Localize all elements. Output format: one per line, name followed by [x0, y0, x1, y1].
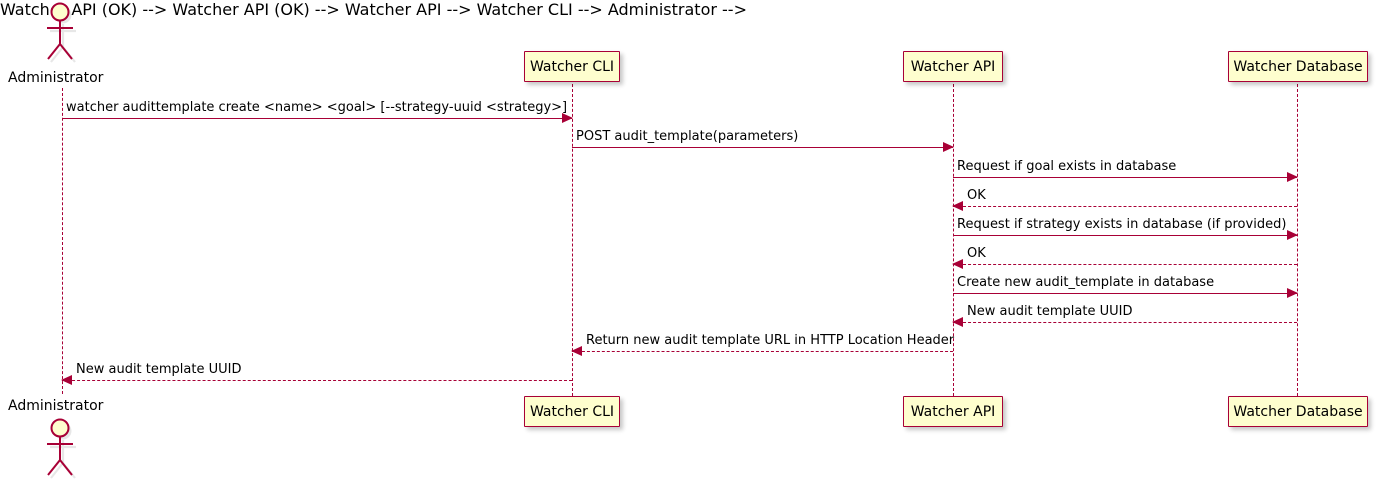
- lifeline-administrator: [62, 88, 63, 394]
- participant-label-watcher-api-top: Watcher API: [910, 58, 996, 75]
- participant-watcher-cli-bottom[interactable]: Watcher CLI: [524, 396, 620, 427]
- message-7-arrowhead: [1287, 288, 1298, 298]
- participant-label-watcher-api-bottom: Watcher API: [910, 403, 996, 420]
- message-2-arrowhead: [943, 142, 954, 152]
- message-8-label: New audit template UUID: [967, 303, 1133, 319]
- message-8-arrowhead: [952, 317, 963, 327]
- message-1-arrowhead: [562, 113, 573, 123]
- message-6-label: OK: [967, 245, 986, 261]
- lifeline-watcher-database: [1297, 84, 1298, 396]
- message-10-label: New audit template UUID: [76, 361, 242, 377]
- actor-label-administrator-top: Administrator: [8, 70, 104, 86]
- actor-administrator-top: [38, 2, 88, 64]
- actor-figure-icon: [47, 2, 76, 63]
- message-2-label: POST audit_template(parameters): [576, 128, 799, 144]
- message-10-arrowhead: [61, 375, 72, 385]
- message-3-arrowhead: [1287, 172, 1298, 182]
- message-5-arrowhead: [1287, 230, 1298, 240]
- participant-label-watcher-cli-bottom: Watcher CLI: [529, 403, 615, 420]
- actor-figure-icon: [47, 418, 76, 479]
- message-2-line: [572, 147, 953, 148]
- participant-label-watcher-cli-top: Watcher CLI: [529, 58, 615, 75]
- participant-watcher-database-top[interactable]: Watcher Database: [1228, 51, 1368, 82]
- message-6-arrowhead: [952, 259, 963, 269]
- message-1-line: [62, 118, 572, 119]
- participant-label-watcher-database-top: Watcher Database: [1233, 58, 1363, 75]
- message-5-label: Request if strategy exists in database (…: [957, 216, 1287, 232]
- participant-watcher-api-bottom[interactable]: Watcher API: [903, 396, 1003, 427]
- actor-administrator-bottom: [38, 418, 88, 480]
- message-3-label: Request if goal exists in database: [957, 158, 1177, 174]
- lifeline-watcher-cli: [572, 84, 573, 396]
- actor-label-administrator-bottom: Administrator: [8, 398, 104, 414]
- lifeline-watcher-api: [953, 84, 954, 396]
- message-8-line: [953, 322, 1297, 323]
- participant-watcher-api-top[interactable]: Watcher API: [903, 51, 1003, 82]
- participant-label-watcher-database-bottom: Watcher Database: [1233, 403, 1363, 420]
- message-4-label: OK: [967, 187, 986, 203]
- message-7-label: Create new audit_template in database: [957, 274, 1215, 290]
- message-5-line: [953, 235, 1297, 236]
- message-4-line: [953, 206, 1297, 207]
- participant-watcher-database-bottom[interactable]: Watcher Database: [1228, 396, 1368, 427]
- message-7-line: [953, 293, 1297, 294]
- message-4-arrowhead: [952, 201, 963, 211]
- message-1-label: watcher audittemplate create <name> <goa…: [66, 99, 568, 115]
- message-6-line: [953, 264, 1297, 265]
- message-3-line: [953, 177, 1297, 178]
- participant-watcher-cli-top[interactable]: Watcher CLI: [524, 51, 620, 82]
- message-9-arrowhead: [571, 346, 582, 356]
- message-9-line: [572, 351, 953, 352]
- message-9-label: Return new audit template URL in HTTP Lo…: [586, 332, 955, 348]
- message-10-line: [62, 380, 572, 381]
